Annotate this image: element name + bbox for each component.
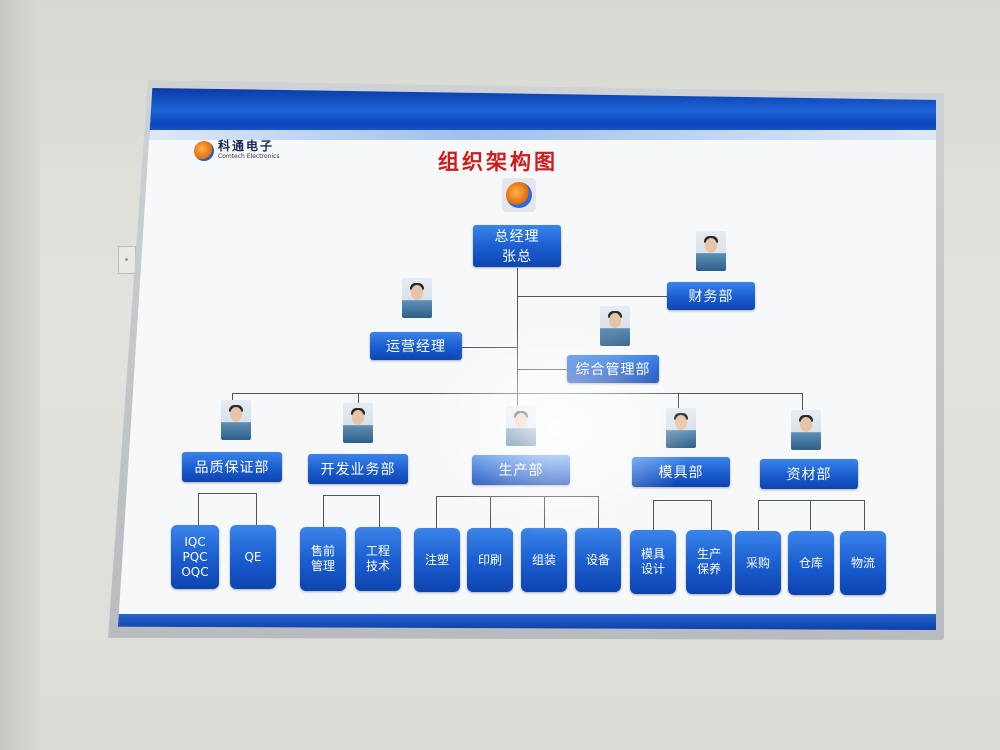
mold-dept-box: 模具部 bbox=[632, 457, 730, 487]
connector-line bbox=[544, 496, 545, 528]
company-name-cn: 科通电子 bbox=[218, 139, 275, 153]
connector-line bbox=[323, 495, 379, 496]
quality-photo bbox=[221, 400, 251, 440]
sub-label: OQC bbox=[181, 564, 209, 579]
sub-box-equipment: 设备 bbox=[575, 528, 621, 592]
gm-title: 总经理 bbox=[494, 229, 540, 245]
sub-box-printing: 印刷 bbox=[467, 528, 513, 592]
materials-dept-label: 资材部 bbox=[786, 467, 832, 483]
sub-box-engineering: 工程 技术 bbox=[355, 527, 401, 591]
admin-box: 综合管理部 bbox=[567, 355, 659, 383]
production-dept-box: 生产部 bbox=[472, 455, 570, 485]
connector-line bbox=[198, 493, 199, 525]
connector-line bbox=[517, 268, 518, 393]
materials-dept-box: 资材部 bbox=[760, 459, 858, 489]
connector-line bbox=[653, 500, 711, 501]
connector-line bbox=[323, 495, 324, 527]
quality-dept-label: 品质保证部 bbox=[194, 460, 270, 476]
company-logo-icon bbox=[194, 140, 214, 161]
devbiz-dept-box: 开发业务部 bbox=[308, 454, 408, 484]
connector-line bbox=[517, 296, 667, 297]
general-manager-box: 总经理 张总 bbox=[473, 225, 561, 267]
connector-line bbox=[758, 500, 759, 530]
connector-line bbox=[436, 496, 437, 528]
sub-label: 采购 bbox=[745, 555, 770, 570]
sub-label: 印刷 bbox=[477, 552, 502, 567]
mold-dept-label: 模具部 bbox=[658, 465, 704, 481]
materials-photo bbox=[791, 410, 821, 450]
sub-label: 生产 bbox=[696, 547, 721, 561]
sub-box-assembly: 组装 bbox=[521, 528, 567, 592]
quality-dept-box: 品质保证部 bbox=[182, 452, 282, 482]
ops-manager-label: 运营经理 bbox=[386, 339, 446, 355]
devbiz-dept-label: 开发业务部 bbox=[320, 462, 396, 478]
sub-label: 物流 bbox=[850, 555, 875, 570]
sub-box-warehouse: 仓库 bbox=[788, 531, 834, 595]
sub-label: QE bbox=[244, 549, 262, 564]
sub-label: 注塑 bbox=[424, 552, 449, 567]
sub-label: 模具 bbox=[640, 547, 665, 561]
production-dept-label: 生产部 bbox=[498, 463, 544, 479]
sub-box-iqc: IQC PQC OQC bbox=[171, 525, 219, 589]
sub-box-qe: QE bbox=[230, 525, 276, 589]
production-photo bbox=[506, 406, 536, 446]
finance-box: 财务部 bbox=[667, 282, 755, 310]
wall-outlet bbox=[118, 246, 136, 274]
sub-box-injection: 注塑 bbox=[414, 528, 460, 592]
center-logo-icon bbox=[502, 178, 536, 212]
sub-label: 组装 bbox=[531, 552, 556, 567]
sub-box-mold-design: 模具 设计 bbox=[630, 530, 676, 594]
mold-photo bbox=[666, 408, 696, 448]
finance-photo bbox=[696, 231, 726, 271]
connector-line bbox=[810, 500, 811, 530]
company-logo: 科通电子 Comtech Electronics bbox=[194, 140, 279, 161]
connector-line bbox=[802, 393, 803, 421]
sub-box-logistics: 物流 bbox=[840, 531, 886, 595]
devbiz-photo bbox=[343, 403, 373, 443]
footer-band bbox=[118, 614, 936, 630]
connector-line bbox=[758, 500, 864, 501]
connector-line bbox=[517, 369, 567, 370]
connector-line bbox=[256, 493, 257, 525]
sub-label: 管理 bbox=[310, 559, 335, 573]
finance-label: 财务部 bbox=[688, 289, 734, 305]
sub-label: 设备 bbox=[585, 552, 610, 567]
connector-line bbox=[864, 500, 865, 530]
admin-photo bbox=[600, 306, 630, 346]
admin-label: 综合管理部 bbox=[575, 362, 651, 378]
wall-shadow bbox=[0, 0, 40, 750]
connector-line bbox=[490, 496, 491, 528]
connector-line bbox=[462, 347, 517, 348]
sub-label: 仓库 bbox=[798, 555, 823, 570]
connector-line bbox=[598, 496, 599, 528]
connector-line bbox=[653, 500, 654, 530]
ops-manager-photo bbox=[402, 278, 432, 318]
connector-line bbox=[436, 496, 598, 497]
connector-line bbox=[711, 500, 712, 530]
org-chart-board: 科通电子 Comtech Electronics 组织架构图 总经理 张总 bbox=[118, 88, 936, 630]
sub-box-maintenance: 生产 保养 bbox=[686, 530, 732, 594]
company-name-en: Comtech Electronics bbox=[218, 153, 280, 160]
sub-label: IQC bbox=[184, 534, 206, 549]
connector-line bbox=[198, 493, 256, 494]
chart-title: 组织架构图 bbox=[438, 150, 558, 174]
sub-label: 设计 bbox=[640, 562, 665, 576]
gm-name: 张总 bbox=[502, 249, 532, 265]
sub-label: 技术 bbox=[365, 559, 390, 573]
sub-label: 售前 bbox=[310, 544, 335, 558]
sub-box-presales: 售前 管理 bbox=[300, 527, 346, 591]
sub-label: PQC bbox=[182, 549, 208, 564]
sub-box-purchasing: 采购 bbox=[735, 531, 781, 595]
ops-manager-box: 运营经理 bbox=[370, 332, 462, 360]
sub-label: 保养 bbox=[696, 562, 721, 576]
connector-line bbox=[379, 495, 380, 527]
sub-label: 工程 bbox=[365, 544, 390, 558]
